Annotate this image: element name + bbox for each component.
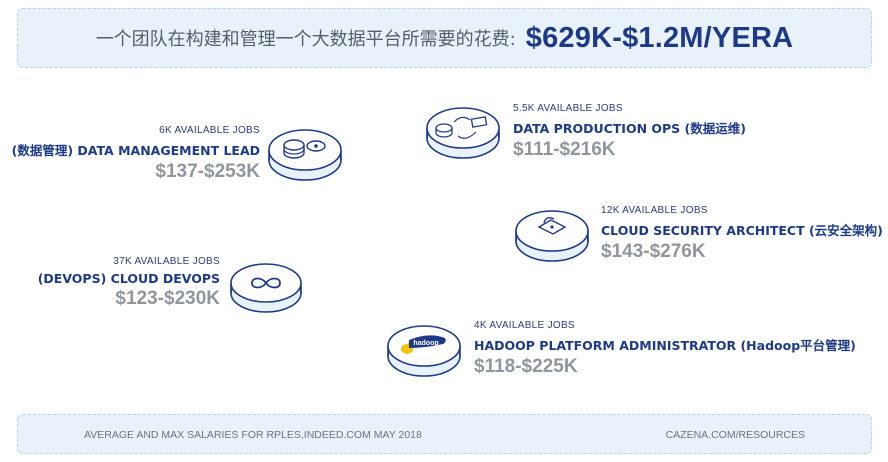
salary-range: $143-$276K xyxy=(601,241,706,262)
role-data-management-lead: 6K AVAILABLE JOBS (数据管理) DATA MANAGEMENT… xyxy=(12,125,260,183)
header-banner: 一个团队在构建和管理一个大数据平台所需要的花费: $629K-$1.2M/YER… xyxy=(17,8,872,68)
role-cloud-devops: 37K AVAILABLE JOBS (DEVOPS) CLOUD DEVOPS… xyxy=(38,256,220,310)
available-jobs: 5.5K AVAILABLE JOBS xyxy=(513,103,623,114)
available-jobs: 6K AVAILABLE JOBS xyxy=(159,125,260,136)
hadoop-logo: hadoop xyxy=(387,325,461,377)
available-jobs: 37K AVAILABLE JOBS xyxy=(113,256,220,267)
salary-range: $111-$216K xyxy=(513,139,616,160)
svg-text:hadoop: hadoop xyxy=(413,340,438,347)
available-jobs: 4K AVAILABLE JOBS xyxy=(474,320,575,331)
lock-icon xyxy=(515,210,589,262)
salary-range: $118-$225K xyxy=(474,356,578,377)
header-label: 一个团队在构建和管理一个大数据平台所需要的花费: xyxy=(95,29,516,50)
role-title: HADOOP PLATFORM ADMINISTRATOR (Hadoop平台管… xyxy=(474,338,856,353)
role-hadoop-platform-administrator: 4K AVAILABLE JOBS HADOOP PLATFORM ADMINI… xyxy=(474,320,856,378)
role-title: CLOUD SECURITY ARCHITECT (云安全架构) xyxy=(601,223,883,238)
data-flow-icon xyxy=(426,107,500,159)
salary-range: $123-$230K xyxy=(115,288,220,309)
infinity-icon xyxy=(230,263,302,313)
available-jobs: 12K AVAILABLE JOBS xyxy=(601,205,708,216)
resource-link[interactable]: CAZENA.COM/RESOURCES xyxy=(665,429,805,441)
role-title: (DEVOPS) CLOUD DEVOPS xyxy=(37,271,220,286)
footer-bar: AVERAGE AND MAX SALARIES FOR RPLES,INDEE… xyxy=(17,414,872,454)
header-total: $629K-$1.2M/YERA xyxy=(525,21,794,54)
role-title: DATA PRODUCTION OPS (数据运维) xyxy=(513,121,746,136)
database-icon xyxy=(268,129,342,181)
role-title: (数据管理) DATA MANAGEMENT LEAD xyxy=(11,143,260,158)
role-data-production-ops: 5.5K AVAILABLE JOBS DATA PRODUCTION OPS … xyxy=(513,103,746,161)
salary-range: $137-$253K xyxy=(155,161,260,182)
role-cloud-security-architect: 12K AVAILABLE JOBS CLOUD SECURITY ARCHIT… xyxy=(601,205,883,263)
source-note: AVERAGE AND MAX SALARIES FOR RPLES,INDEE… xyxy=(84,429,422,441)
